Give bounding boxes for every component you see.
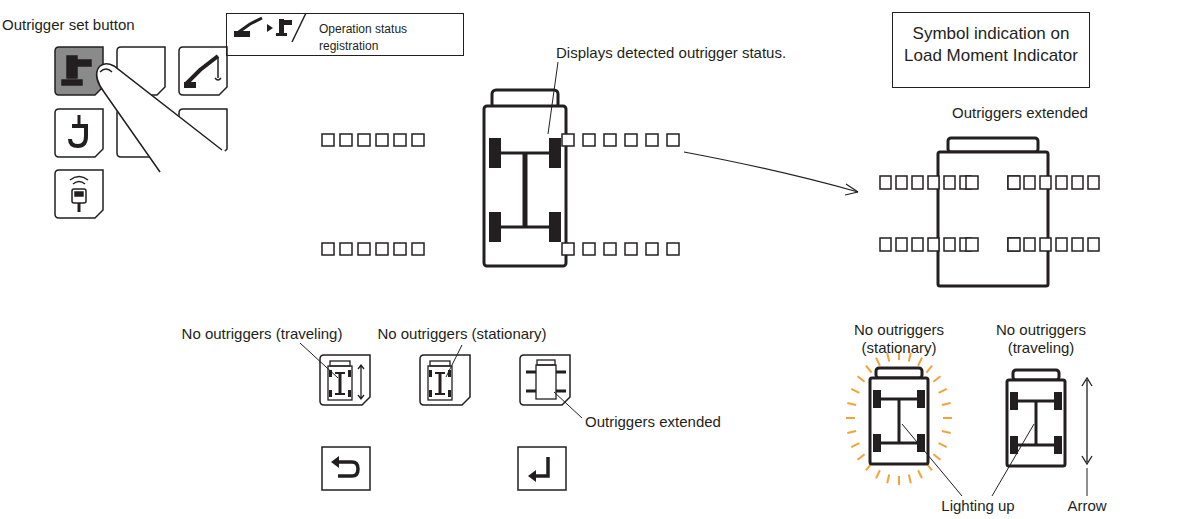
callout-label: Outriggers extended	[585, 413, 755, 431]
outrigger-beam	[562, 134, 574, 146]
callout-label: Outrigger set button	[2, 16, 172, 34]
light-ray	[876, 358, 880, 366]
outrigger-beam	[912, 176, 923, 189]
outrigger-beam	[562, 243, 574, 255]
callout-label: Outriggers extended	[930, 104, 1110, 122]
light-ray	[942, 403, 951, 405]
light-ray	[909, 475, 911, 484]
outrigger-beam	[966, 176, 978, 189]
outrigger-beam	[340, 134, 352, 146]
outrigger-beam	[1040, 238, 1051, 251]
light-ray	[851, 389, 859, 393]
outrigger-beam	[1056, 238, 1067, 251]
outrigger-beam	[625, 134, 637, 146]
outrigger-beam	[1040, 176, 1051, 189]
light-ray	[851, 443, 859, 447]
outrigger-beam	[322, 134, 334, 146]
outrigger-beam	[583, 243, 595, 255]
outrigger-beam	[604, 243, 616, 255]
outrigger-beam	[928, 176, 939, 189]
outrigger-beam	[896, 238, 907, 251]
light-ray	[858, 454, 865, 460]
outrigger-beam	[1008, 176, 1020, 189]
light-ray	[939, 443, 947, 447]
light-ray	[943, 417, 952, 419]
outrigger-beam	[376, 134, 388, 146]
outrigger-beam	[1008, 238, 1019, 251]
outrigger-beam	[944, 238, 955, 251]
light-ray	[858, 376, 865, 382]
outrigger-beam	[944, 176, 955, 189]
callout-label: No outriggers (traveling)	[152, 325, 372, 343]
outrigger-beam	[880, 238, 891, 251]
light-ray	[846, 417, 855, 419]
light-ray	[926, 366, 932, 373]
outrigger-beam	[1024, 176, 1035, 189]
node-text: Symbol indication on Load Moment Indicat…	[904, 24, 1078, 65]
callout-label: No outriggers (stationary)	[843, 321, 955, 357]
outrigger-beam	[625, 243, 637, 255]
outrigger-beam	[1088, 238, 1099, 251]
info-box: Symbol indication on Load Moment Indicat…	[892, 12, 1090, 88]
outrigger-beam	[583, 134, 595, 146]
light-ray	[847, 431, 856, 433]
outrigger-beam	[966, 238, 978, 251]
outrigger-beam	[1072, 176, 1083, 189]
light-ray	[866, 366, 872, 373]
outrigger-beam	[1024, 238, 1035, 251]
outrigger-beam	[896, 176, 907, 189]
outrigger-beam	[412, 243, 424, 255]
outrigger-beam	[1008, 238, 1020, 251]
outrigger-beam	[358, 134, 370, 146]
outrigger-beam	[880, 176, 891, 189]
light-ray	[942, 431, 951, 433]
outrigger-beam	[604, 134, 616, 146]
light-ray	[918, 358, 922, 366]
light-ray	[933, 376, 940, 382]
light-ray	[876, 470, 880, 478]
outrigger-beam	[646, 134, 658, 146]
outrigger-beam	[928, 238, 939, 251]
outrigger-beam	[667, 243, 679, 255]
node-text: Operation status registration	[319, 22, 407, 53]
callout-label: No outriggers (traveling)	[985, 321, 1097, 357]
outrigger-beam	[1056, 176, 1067, 189]
outrigger-beam	[912, 238, 923, 251]
outrigger-beam	[358, 243, 370, 255]
outrigger-beam	[394, 134, 406, 146]
light-ray	[933, 454, 940, 460]
outrigger-beam	[646, 243, 658, 255]
outrigger-beam	[322, 243, 334, 255]
outrigger-beam	[1072, 238, 1083, 251]
outrigger-beam	[667, 134, 679, 146]
light-ray	[887, 475, 889, 484]
outrigger-beam	[1088, 176, 1099, 189]
light-ray	[918, 470, 922, 478]
light-ray	[898, 476, 900, 485]
callout-label: Displays detected outrigger status.	[556, 44, 816, 62]
header-bar: Operation status registration	[226, 13, 464, 56]
outrigger-beam	[340, 243, 352, 255]
outrigger-beam	[1008, 176, 1019, 189]
outrigger-beam	[412, 134, 424, 146]
outrigger-beam	[394, 243, 406, 255]
light-ray	[939, 389, 947, 393]
callout-label: Lighting up	[923, 497, 1033, 515]
outrigger-beam	[376, 243, 388, 255]
light-ray	[847, 403, 856, 405]
callout-label: No outriggers (stationary)	[352, 325, 572, 343]
callout-label: Arrow	[1052, 497, 1122, 515]
